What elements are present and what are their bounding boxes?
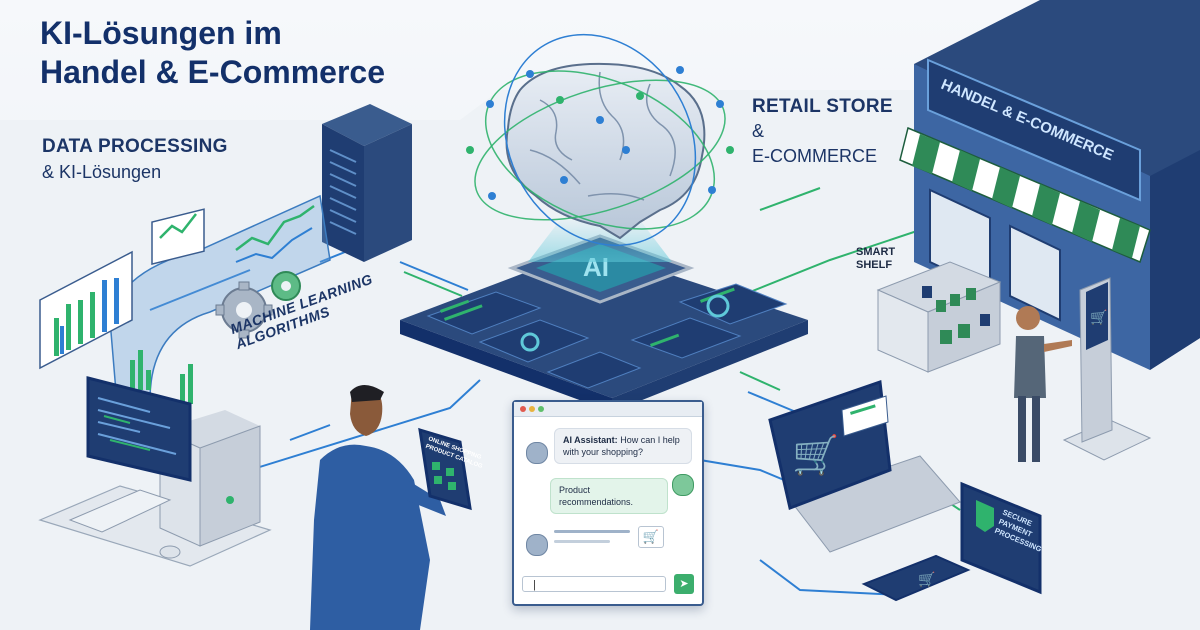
assistant-message: AI Assistant: How can I help with your s…	[554, 428, 692, 464]
arrow-server-hub	[399, 261, 469, 291]
send-button[interactable]: ➤	[674, 574, 694, 594]
title-line-1: KI-Lösungen im	[40, 15, 282, 51]
title-line-2: Handel & E-Commerce	[40, 54, 385, 90]
assistant-avatar-icon-2	[526, 534, 548, 556]
ai-hub-platform: AI	[400, 220, 808, 412]
ai-brain-icon	[466, 33, 734, 247]
shelf-line-1: SMART	[856, 246, 896, 258]
data-processing-heading: DATA PROCESSING	[42, 136, 228, 157]
secure-payment-tablet: SECURE PAYMENT PROCESSING	[960, 481, 1043, 595]
cart-icon[interactable]: 🛒	[638, 526, 664, 548]
arrow-gears-server	[319, 251, 346, 263]
arrow-hub-store	[759, 187, 821, 211]
arrow-hub-pc	[289, 424, 331, 441]
retail-label: RETAIL STORE & E-COMMERCE	[752, 94, 893, 169]
close-dot-icon[interactable]	[520, 406, 526, 412]
assistant-name: AI Assistant:	[563, 435, 618, 445]
desktop-computer	[38, 376, 272, 567]
retail-line-1: RETAIL STORE	[752, 96, 893, 117]
store-worker	[1014, 306, 1072, 462]
chart-card-small	[151, 208, 205, 266]
user-message: Product recommendations.	[550, 478, 668, 514]
assistant-avatar-icon	[526, 442, 548, 464]
store-awning	[899, 126, 1151, 264]
smart-shelf-label: SMART SHELF	[856, 246, 895, 272]
payment-kiosk: 🛒	[1062, 277, 1152, 461]
svg-text:🛒: 🛒	[1090, 309, 1107, 326]
svg-text:🛒: 🛒	[792, 433, 839, 477]
data-processing-sub: & KI-Lösungen	[42, 162, 162, 182]
retail-line-3: E-COMMERCE	[752, 146, 877, 166]
ai-assistant-chat-window: AI Assistant: How can I help with your s…	[512, 400, 704, 606]
typing-placeholder-line-2	[554, 540, 610, 543]
smart-shelf	[876, 261, 1002, 373]
svg-text:🛒: 🛒	[918, 571, 935, 588]
line-laptop-phone	[759, 559, 901, 596]
maximize-dot-icon[interactable]	[538, 406, 544, 412]
user-avatar-icon	[672, 474, 694, 496]
line-hub-pc	[249, 379, 481, 471]
chat-title-bar	[514, 402, 702, 417]
assistant-message-text: How can I help with your shopping?	[563, 435, 680, 457]
page-title: KI-Lösungen im Handel & E-Commerce	[40, 14, 385, 92]
shopper-person: ONLINE SHOPPING PRODUCT CATALOG	[310, 385, 483, 630]
minimize-dot-icon[interactable]	[529, 406, 535, 412]
arrow-hub-server	[403, 271, 463, 297]
laptop: 🛒	[768, 379, 961, 553]
typing-placeholder-line	[554, 530, 630, 533]
chat-message-input[interactable]: |	[522, 576, 666, 592]
shelf-line-2: SHELF	[856, 259, 893, 271]
data-processing-label: DATA PROCESSING & KI-Lösungen	[42, 136, 228, 183]
server-tower	[322, 104, 412, 262]
arrow-laptop-hub	[747, 391, 797, 413]
arrow-chart-gears	[149, 269, 251, 311]
gears-icon	[215, 271, 301, 339]
retail-line-2: &	[752, 121, 765, 141]
smartphone: 🛒	[861, 554, 971, 602]
bar-chart-panel	[39, 250, 133, 370]
arrow-hub-laptop	[739, 371, 781, 391]
